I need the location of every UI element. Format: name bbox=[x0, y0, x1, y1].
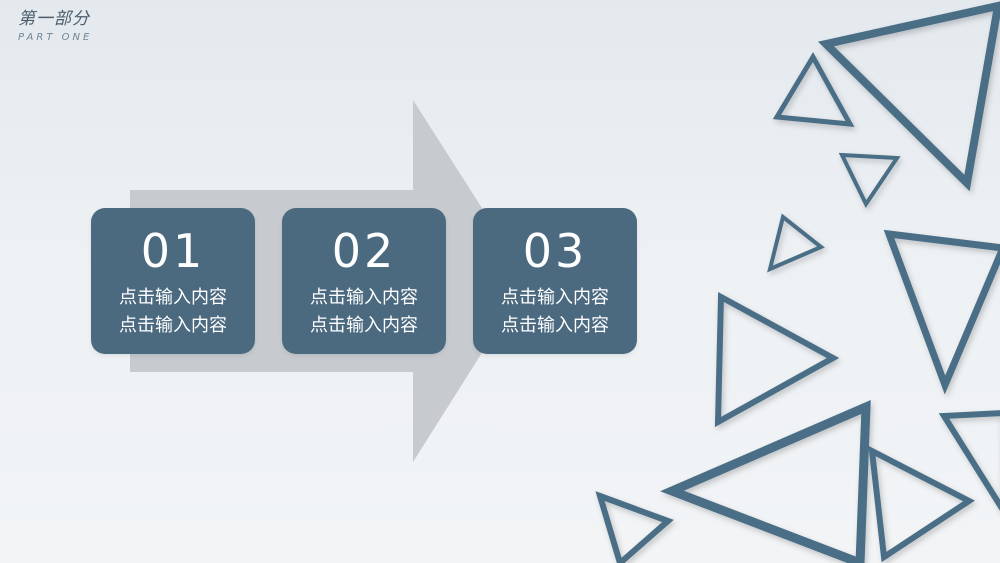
step-number: 03 bbox=[522, 224, 588, 278]
section-header: 第一部分 PART ONE bbox=[18, 8, 92, 45]
step-text-line-2: 点击输入内容 bbox=[501, 315, 609, 336]
triangle-outline-7 bbox=[938, 410, 1000, 511]
step-text-line-1: 点击输入内容 bbox=[501, 287, 609, 308]
step-number: 01 bbox=[140, 224, 206, 278]
triangle-outline-2 bbox=[772, 51, 855, 127]
triangle-outline-1 bbox=[817, 1, 1000, 192]
triangle-outline-9 bbox=[868, 445, 975, 563]
triangle-outline-8 bbox=[660, 400, 871, 563]
step-number: 02 bbox=[331, 224, 397, 278]
step-text-line-1: 点击输入内容 bbox=[310, 287, 418, 308]
triangle-outline-4 bbox=[767, 213, 825, 273]
triangle-outline-10 bbox=[595, 491, 674, 563]
step-text-line-2: 点击输入内容 bbox=[119, 315, 227, 336]
triangle-outline-6 bbox=[714, 292, 840, 428]
step-card-01: 01 点击输入内容 点击输入内容 bbox=[91, 208, 255, 354]
step-text-line-2: 点击输入内容 bbox=[310, 315, 418, 336]
triangle-outline-5 bbox=[883, 229, 1000, 395]
section-title: 第一部分 bbox=[18, 9, 90, 29]
step-card-03: 03 点击输入内容 点击输入内容 bbox=[473, 208, 637, 354]
step-text-line-1: 点击输入内容 bbox=[119, 287, 227, 308]
triangle-outline-3 bbox=[838, 152, 901, 208]
step-card-02: 02 点击输入内容 点击输入内容 bbox=[282, 208, 446, 354]
section-subtitle: PART ONE bbox=[18, 32, 93, 43]
